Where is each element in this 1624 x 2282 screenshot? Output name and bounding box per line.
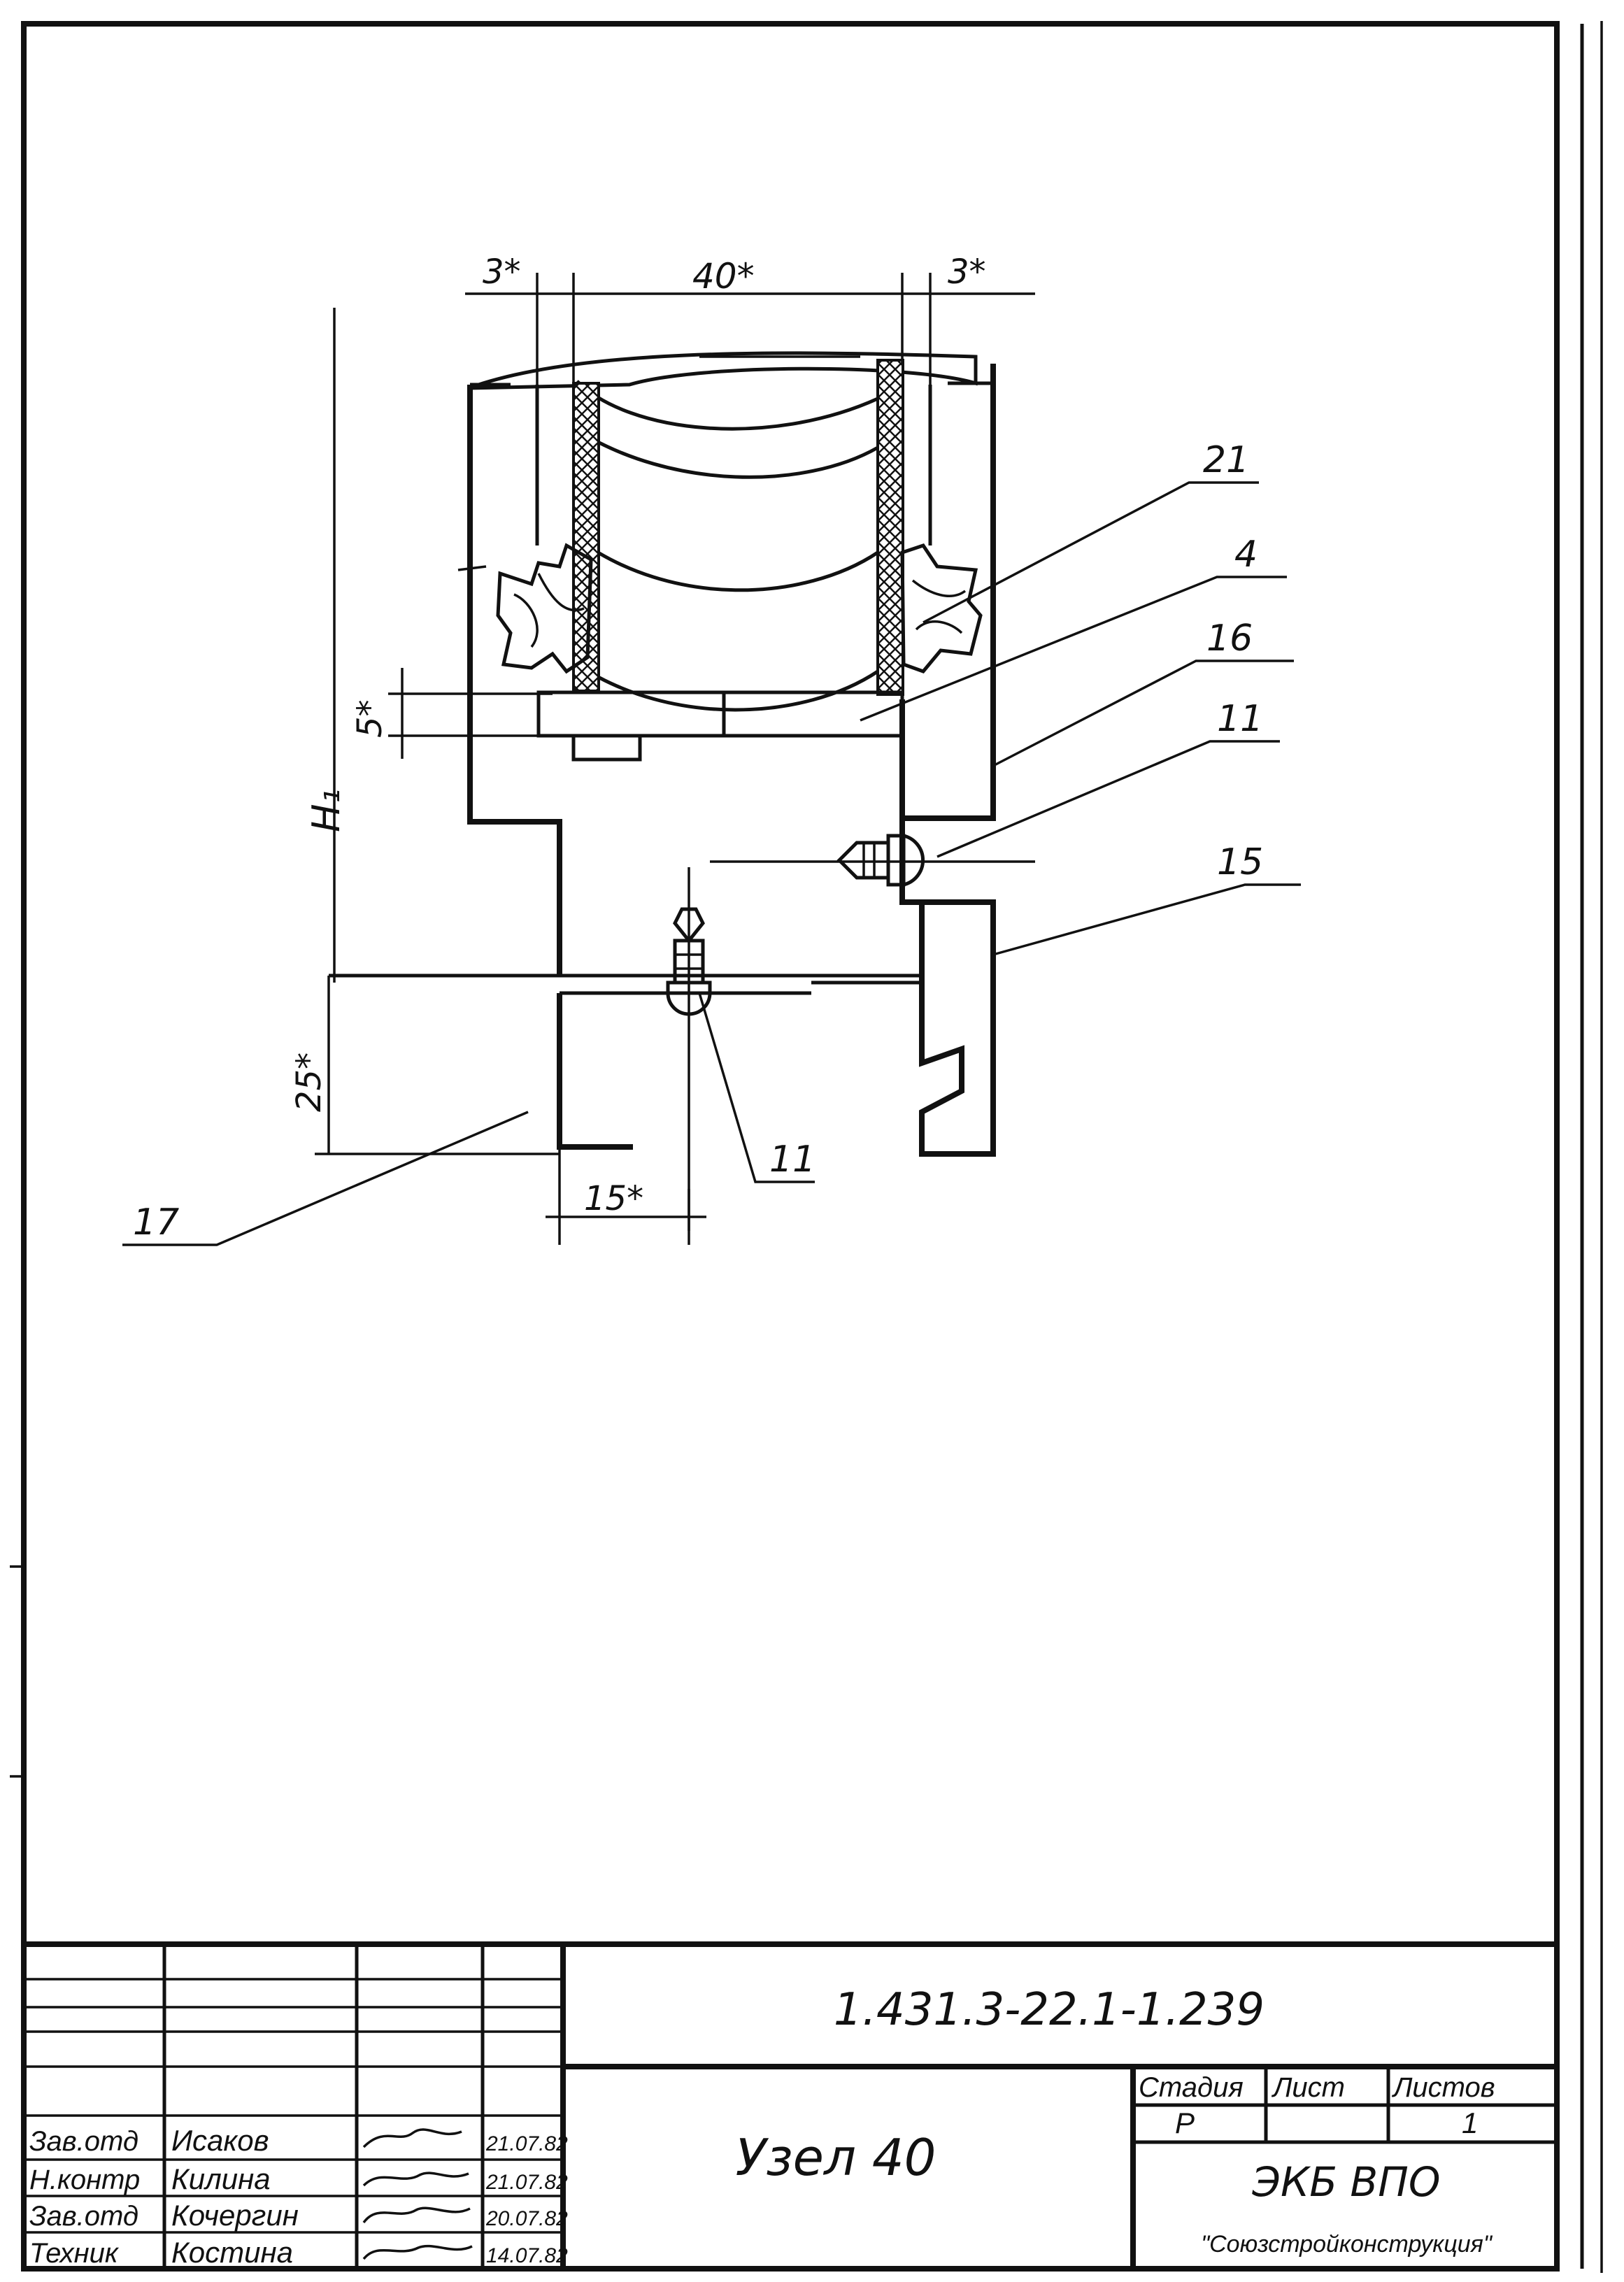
sheet-frame bbox=[21, 21, 1603, 2273]
signature bbox=[362, 2244, 473, 2260]
callout-15: 15 bbox=[1217, 841, 1263, 883]
signature bbox=[362, 2172, 469, 2187]
dim-gap-left: 3* bbox=[483, 252, 521, 292]
sheet-header: Лист bbox=[1271, 2072, 1345, 2103]
title-block: 1.431.3-22.1-1.239 Узел 40 Стадия Лист Л… bbox=[24, 1941, 1557, 2269]
frame-profile bbox=[467, 364, 996, 1157]
dimension-lines bbox=[315, 273, 1035, 1245]
dim-width: 40* bbox=[692, 256, 755, 297]
signer-role: Зав.отд bbox=[29, 2126, 138, 2157]
lower-bracket bbox=[329, 974, 922, 1150]
sheets-value: 1 bbox=[1462, 2106, 1478, 2139]
signer-row: Зав.отд Кочергин 20.07.82 bbox=[29, 2199, 568, 2232]
signer-role: Н.контр bbox=[29, 2165, 140, 2195]
signer-row: Н.контр Килина 21.07.82 bbox=[29, 2162, 568, 2195]
callout-11-upper: 11 bbox=[1217, 698, 1263, 740]
drawing-title: Узел 40 bbox=[736, 2128, 936, 2187]
signer-date: 20.07.82 bbox=[485, 2207, 568, 2230]
callout-16: 16 bbox=[1206, 618, 1253, 659]
signer-name: Исаков bbox=[171, 2124, 269, 2157]
right-gasket bbox=[876, 359, 904, 696]
screw-horizontal bbox=[710, 834, 1035, 887]
leader-lines bbox=[122, 481, 1301, 1246]
dim-lower-height: 25* bbox=[290, 1053, 329, 1112]
stage-value: Р bbox=[1175, 2106, 1195, 2139]
signer-date: 21.07.82 bbox=[485, 2132, 568, 2155]
signer-role: Зав.отд bbox=[29, 2201, 138, 2232]
signature bbox=[362, 2206, 471, 2224]
dim-gap-bottom: 5* bbox=[350, 699, 390, 738]
bottom-plate bbox=[536, 690, 904, 762]
signer-row: Зав.отд Исаков 21.07.82 bbox=[29, 2124, 568, 2157]
callout-11-lower: 11 bbox=[769, 1139, 815, 1181]
signer-name: Килина bbox=[171, 2162, 271, 2195]
dim-gap-right: 3* bbox=[948, 252, 986, 292]
seal-right bbox=[900, 543, 983, 673]
callout-21: 21 bbox=[1203, 439, 1249, 481]
organization-sub: "Союзстройконструкция" bbox=[1201, 2231, 1493, 2258]
glazing-panel bbox=[468, 351, 978, 712]
signer-name: Костина bbox=[171, 2236, 293, 2269]
callout-17: 17 bbox=[133, 1201, 179, 1243]
left-gasket bbox=[572, 382, 600, 692]
signer-date: 21.07.82 bbox=[485, 2171, 568, 2194]
callout-4: 4 bbox=[1234, 534, 1258, 576]
node-drawing: 3* 40* 3* 5* H₁ 25* 15* 21 4 16 11 15 11… bbox=[122, 252, 1301, 1246]
seal-left bbox=[457, 543, 593, 674]
signer-role: Техник bbox=[29, 2238, 120, 2269]
document-code: 1.431.3-22.1-1.239 bbox=[834, 1984, 1265, 2036]
signature bbox=[362, 2128, 462, 2148]
dim-lower-width: 15* bbox=[584, 1179, 643, 1218]
screw-vertical bbox=[666, 867, 712, 1231]
signer-row: Техник Костина 14.07.82 bbox=[29, 2236, 568, 2269]
signer-date: 14.07.82 bbox=[486, 2244, 568, 2267]
dim-height: H₁ bbox=[304, 789, 348, 832]
stage-header: Стадия bbox=[1139, 2072, 1244, 2103]
organization: ЭКБ ВПО bbox=[1252, 2158, 1441, 2206]
sheets-header: Листов bbox=[1391, 2072, 1495, 2103]
signer-name: Кочергин bbox=[171, 2199, 299, 2232]
